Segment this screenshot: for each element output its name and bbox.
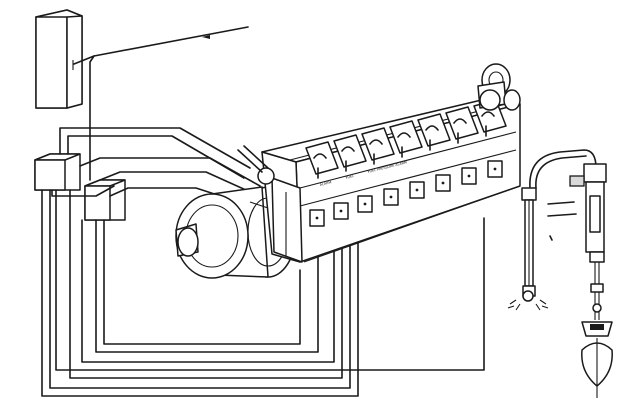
junction-box-left [35, 154, 80, 190]
control-cabinet [36, 10, 82, 108]
signal-line [74, 27, 248, 180]
junction-box-right [85, 180, 125, 220]
turbocharger [478, 64, 520, 110]
sensor-assembly [508, 150, 612, 398]
